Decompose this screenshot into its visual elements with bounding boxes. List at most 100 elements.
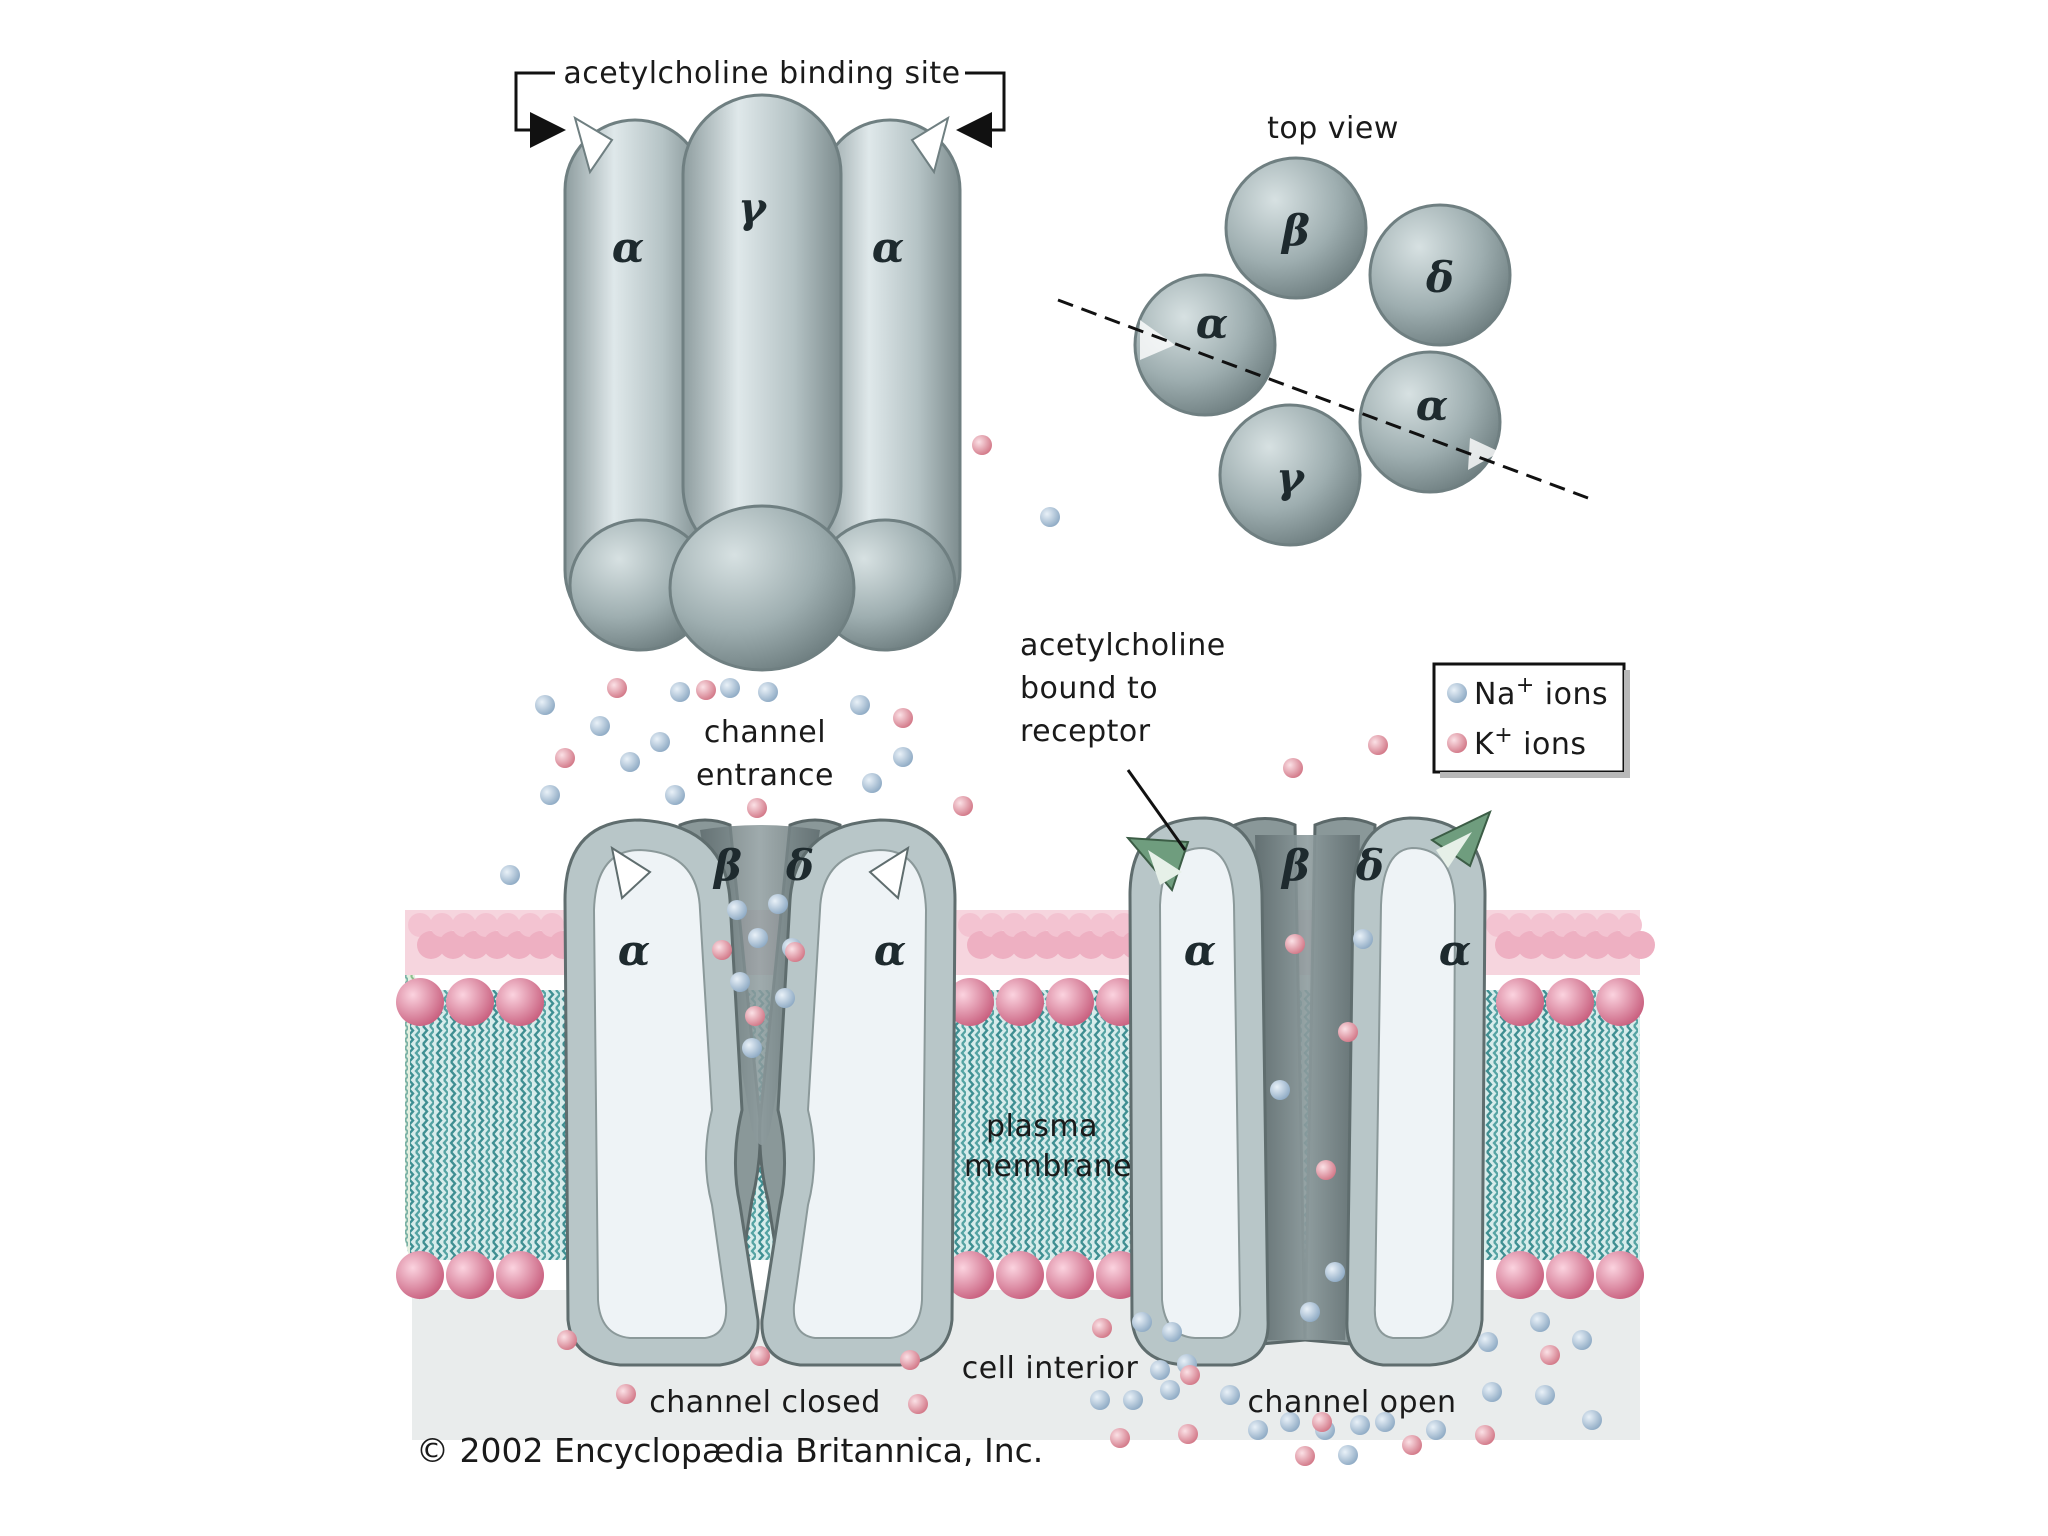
gamma-subunit-label: γ bbox=[738, 183, 768, 232]
lipid-head bbox=[1046, 1251, 1094, 1299]
alpha-subunit-label: α bbox=[1184, 926, 1216, 975]
na-ion bbox=[748, 928, 768, 948]
k-ion bbox=[908, 1394, 928, 1414]
alpha-subunit-label: α bbox=[1416, 381, 1448, 430]
alpha-subunit-label: α bbox=[872, 223, 904, 272]
lipid-head bbox=[396, 978, 444, 1026]
top-view-label: top view bbox=[1267, 111, 1399, 146]
na-ion bbox=[720, 678, 740, 698]
beta-subunit-label: β bbox=[712, 841, 742, 890]
na-ion bbox=[1530, 1312, 1550, 1332]
k-ion bbox=[900, 1350, 920, 1370]
plasma-membrane-label-line-1: plasma bbox=[986, 1109, 1098, 1144]
na-ion-swatch bbox=[1447, 683, 1467, 703]
beta-subunit-label: β bbox=[1280, 206, 1310, 255]
na-ion bbox=[850, 695, 870, 715]
k-ion bbox=[1110, 1428, 1130, 1448]
na-ion bbox=[758, 682, 778, 702]
na-ion bbox=[1150, 1360, 1170, 1380]
k-ion bbox=[1368, 735, 1388, 755]
na-ion bbox=[775, 988, 795, 1008]
lipid-head bbox=[1596, 978, 1644, 1026]
cell-interior-label: cell interior bbox=[962, 1351, 1139, 1386]
na-ion bbox=[730, 972, 750, 992]
na-ion bbox=[1582, 1410, 1602, 1430]
bound-label-line-2: bound to bbox=[1020, 671, 1158, 706]
copyright-notice: © 2002 Encyclopædia Britannica, Inc. bbox=[416, 1431, 1043, 1470]
na-ion bbox=[1325, 1262, 1345, 1282]
na-ion bbox=[1123, 1390, 1143, 1410]
k-ion bbox=[607, 678, 627, 698]
na-ion bbox=[1535, 1385, 1555, 1405]
alpha-subunit-label: α bbox=[612, 223, 644, 272]
beta-subunit-label: β bbox=[1280, 841, 1310, 890]
open-channel: α α β δ bbox=[1128, 812, 1490, 1365]
channel-closed-label: channel closed bbox=[649, 1385, 881, 1420]
alpha-subunit-label: α bbox=[874, 926, 906, 975]
k-ion bbox=[747, 798, 767, 818]
channel-open-label: channel open bbox=[1247, 1385, 1456, 1420]
na-ion bbox=[590, 716, 610, 736]
delta-subunit-label: δ bbox=[785, 841, 814, 890]
lipid-head bbox=[1546, 978, 1594, 1026]
lipid-head bbox=[496, 1251, 544, 1299]
na-ion bbox=[893, 747, 913, 767]
k-ion bbox=[1540, 1345, 1560, 1365]
lipid-head bbox=[996, 1251, 1044, 1299]
na-ion bbox=[1132, 1312, 1152, 1332]
k-ion bbox=[555, 748, 575, 768]
k-ion bbox=[1338, 1022, 1358, 1042]
na-ion bbox=[862, 773, 882, 793]
alpha-subunit-label: α bbox=[618, 926, 650, 975]
channel-entrance-label-line-2: entrance bbox=[696, 758, 834, 793]
k-ion bbox=[953, 796, 973, 816]
na-ion bbox=[742, 1038, 762, 1058]
delta-subunit-label: δ bbox=[1425, 253, 1454, 302]
alpha-subunit-label: α bbox=[1196, 299, 1228, 348]
na-ion bbox=[1426, 1420, 1446, 1440]
lipid-head bbox=[996, 978, 1044, 1026]
na-ion bbox=[650, 732, 670, 752]
k-ion bbox=[750, 1346, 770, 1366]
na-ion bbox=[1572, 1330, 1592, 1350]
lipid-head bbox=[1546, 1251, 1594, 1299]
k-ion bbox=[1180, 1365, 1200, 1385]
na-ion bbox=[665, 785, 685, 805]
na-ion bbox=[620, 752, 640, 772]
k-ion bbox=[712, 940, 732, 960]
lipid-head bbox=[396, 1251, 444, 1299]
k-ion bbox=[785, 942, 805, 962]
lipid-head bbox=[496, 978, 544, 1026]
lipid-head bbox=[1046, 978, 1094, 1026]
na-ion bbox=[500, 865, 520, 885]
na-ion bbox=[1040, 507, 1060, 527]
k-ion bbox=[616, 1384, 636, 1404]
na-ion bbox=[1162, 1322, 1182, 1342]
legend-na-label: Na+ ions bbox=[1474, 673, 1608, 713]
k-ion bbox=[745, 1006, 765, 1026]
k-ion bbox=[1316, 1160, 1336, 1180]
k-ion bbox=[696, 680, 716, 700]
na-ion bbox=[1160, 1380, 1180, 1400]
k-ion bbox=[1285, 934, 1305, 954]
closed-channel: α α β δ bbox=[565, 820, 955, 1365]
lipid-head bbox=[1496, 978, 1544, 1026]
lipid-head bbox=[446, 1251, 494, 1299]
na-ion bbox=[1353, 929, 1373, 949]
na-ion bbox=[1482, 1382, 1502, 1402]
lipid-head bbox=[1496, 1251, 1544, 1299]
binding-site-label: acetylcholine binding site bbox=[563, 56, 960, 91]
na-ion bbox=[670, 682, 690, 702]
bound-label-line-1: acetylcholine bbox=[1020, 628, 1226, 663]
k-ion bbox=[1178, 1424, 1198, 1444]
k-ion bbox=[557, 1330, 577, 1350]
na-ion bbox=[1220, 1385, 1240, 1405]
na-ion bbox=[1300, 1302, 1320, 1322]
k-ion bbox=[1283, 758, 1303, 778]
bound-label-line-3: receptor bbox=[1020, 714, 1151, 749]
receptor-top-view: top view β δ α α γ bbox=[1058, 111, 1588, 545]
delta-subunit-label: δ bbox=[1355, 841, 1384, 890]
k-ion-swatch bbox=[1447, 733, 1467, 753]
na-ion bbox=[727, 900, 747, 920]
k-ion bbox=[972, 435, 992, 455]
